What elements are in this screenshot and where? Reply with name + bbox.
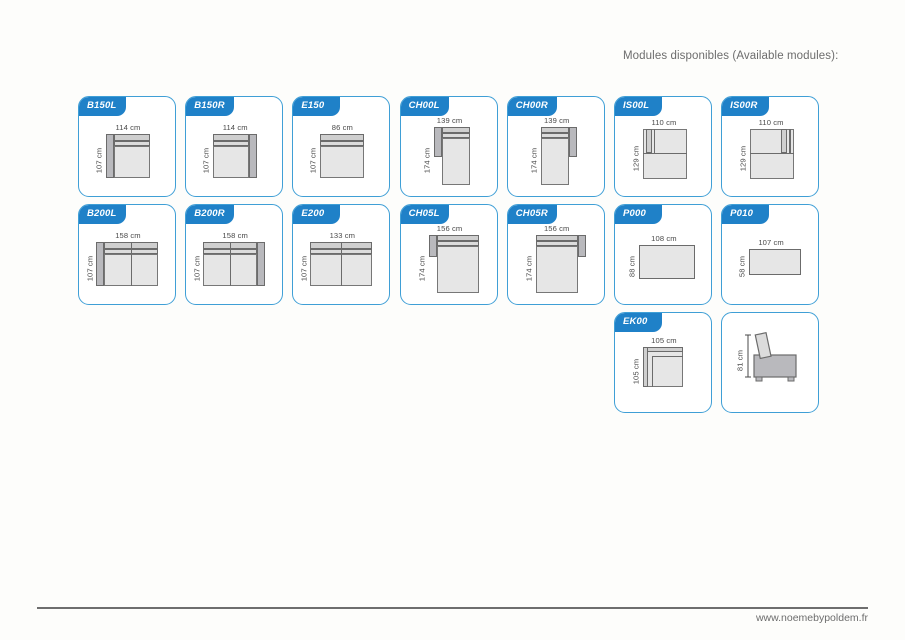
dimension-width-label: 107 cm [758,238,784,247]
module-code-label: CH05L [400,205,449,224]
module-code-label: CH00L [400,97,449,116]
dimension-width-label: 110 cm [758,118,784,127]
dimension-width-label: 133 cm [329,231,356,240]
module-card-p000[interactable]: P000 108 cm 88 cm [613,204,712,305]
dimension-depth-label: 81 cm [735,349,745,372]
module-code-label: EK00 [614,313,662,332]
module-card-b150l[interactable]: B150L 114 cm 107 cm [78,96,176,197]
module-code-label: B150L [79,97,126,116]
module-code-label: E150 [293,97,341,116]
dimension-width-label: 105 cm [651,336,677,345]
dimension-width-label: 114 cm [222,123,248,132]
module-card-p010[interactable]: P010 107 cm 58 cm [721,204,820,305]
module-code-label: IS00R [722,97,770,116]
page-title: Modules disponibles (Available modules): [623,50,839,62]
module-code-label: CH00R [507,97,557,116]
module-card-b150r[interactable]: B150R 114 cm 107 cm [185,96,284,197]
module-card-ek00[interactable]: EK00 105 cm 105 cm [613,312,712,413]
dimension-depth-label: 129 cm [631,145,641,172]
modules-grid: B150L 114 cm 107 cm B150R 114 cm 107 cm E150 86… [78,96,838,420]
dimension-depth-label: 107 cm [201,147,211,174]
module-card-is00l[interactable]: IS00L 110 cm 129 cm [613,96,712,197]
modules-row: B200L 158 cm 107 cm B200R 158 cm 107 cm E200 13… [78,204,838,306]
dimension-width-label: 156 cm [436,224,463,233]
dimension-depth-label: 105 cm [631,358,641,385]
module-code-label: B150R [186,97,234,116]
module-code-label: B200L [79,205,126,224]
modules-row: EK00 105 cm 105 cm 81 cm [78,312,838,414]
module-code-label: E200 [293,205,341,224]
dimension-width-label: 108 cm [651,234,677,243]
dimension-depth-label: 58 cm [737,255,747,278]
module-card-side-view[interactable]: 81 cm [721,312,820,413]
dimension-depth-label: 174 cm [524,255,534,282]
dimension-depth-label: 107 cm [308,147,318,174]
dimension-depth-label: 174 cm [417,255,427,282]
module-card-b200r[interactable]: B200R 158 cm 107 cm [185,204,284,305]
dimension-width-label: 114 cm [115,123,141,132]
dimension-depth-label: 174 cm [529,147,539,174]
dimension-width-label: 158 cm [222,231,248,240]
footer-divider [37,607,868,609]
dimension-depth-label: 107 cm [94,147,104,174]
dimension-depth-label: 174 cm [422,147,432,174]
dimension-depth-label: 88 cm [627,255,637,278]
modules-row: B150L 114 cm 107 cm B150R 114 cm 107 cm E150 86… [78,96,838,198]
module-code-label: B200R [186,205,234,224]
dimension-depth-label: 107 cm [192,255,202,282]
dimension-width-label: 139 cm [543,116,570,125]
dimension-depth-label: 129 cm [738,145,748,172]
dimension-width-label: 110 cm [651,118,677,127]
module-code-label: P010 [722,205,770,224]
dimension-width-label: 156 cm [543,224,570,233]
module-card-e200[interactable]: E200 133 cm 107 cm [292,204,391,305]
dimension-width-label: 86 cm [331,123,353,132]
sofa-side-profile-icon [745,331,797,382]
module-code-label: P000 [614,205,662,224]
module-card-e150[interactable]: E150 86 cm 107 cm [292,96,391,197]
dimension-depth-label: 107 cm [85,255,95,282]
footer-website-url: www.noemebypoldem.fr [755,612,868,624]
module-card-is00r[interactable]: IS00R 110 cm 129 cm [721,96,820,197]
module-card-b200l[interactable]: B200L 158 cm 107 cm [78,204,176,305]
dimension-width-label: 139 cm [436,116,463,125]
dimension-depth-label: 107 cm [299,255,309,282]
module-code-label: CH05R [507,205,557,224]
module-code-label: IS00L [614,97,662,116]
dimension-width-label: 158 cm [115,231,141,240]
